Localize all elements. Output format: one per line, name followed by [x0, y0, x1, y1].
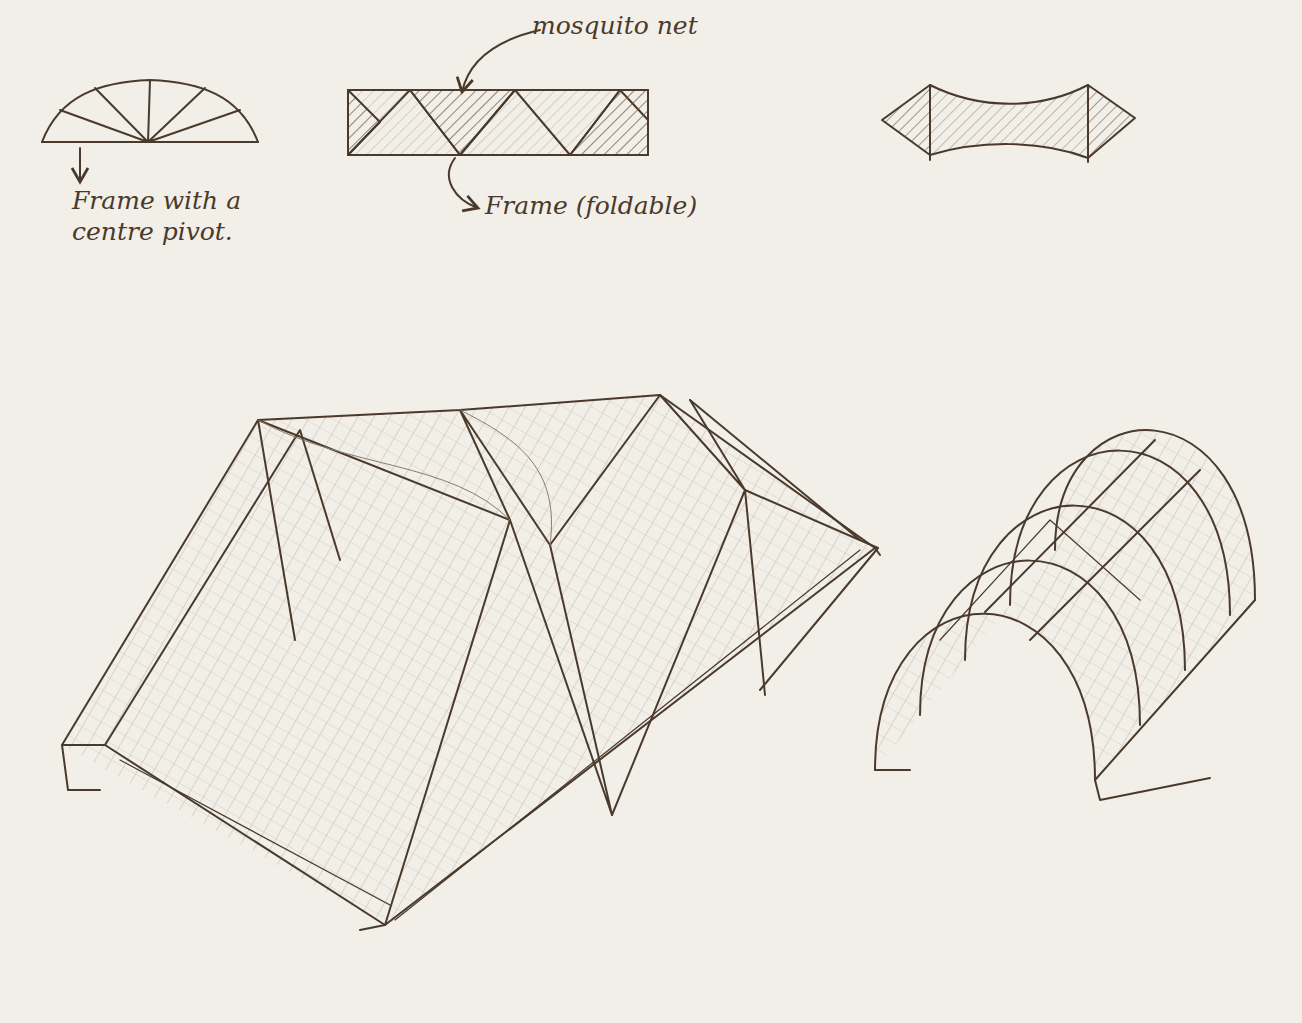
handwritten-label: Frame with a centre pivot. [72, 185, 312, 248]
handwritten-label: Frame (foldable) [485, 190, 805, 221]
handwritten-label: mosquito net [532, 10, 792, 41]
